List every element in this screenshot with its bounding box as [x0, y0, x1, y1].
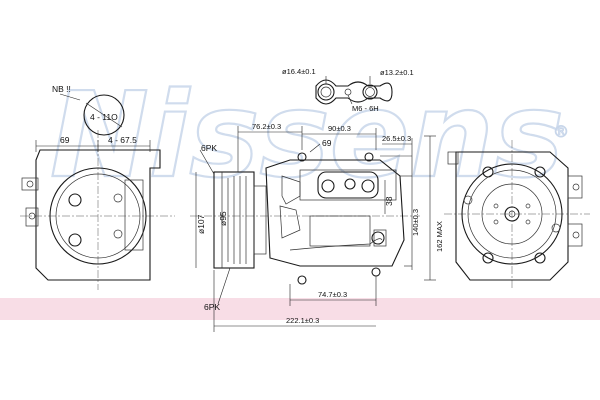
compressor-body: [265, 159, 405, 267]
electrical-connector: [371, 231, 385, 245]
rear-housing-circle: [461, 163, 563, 265]
label-dia-16-4: ø16.4±0.1: [282, 67, 316, 76]
fitting-port-small: [362, 84, 378, 100]
label-6pk: 6PK: [201, 143, 217, 153]
label-dim-90: 90±0.3: [328, 124, 351, 133]
left-bracket-lower: [25, 207, 39, 227]
mount-hole-top-left: [297, 152, 307, 162]
label-nb: NB !!: [52, 84, 71, 94]
mount-hole-bottom-right: [371, 267, 381, 277]
watermark-registered-mark: ®: [553, 122, 569, 141]
label-4x67-5: 4 - 67.5: [108, 135, 137, 145]
front-view: [190, 126, 420, 332]
label-dia-95: ø95: [218, 211, 228, 226]
label-dia-13-2: ø13.2±0.1: [380, 68, 414, 77]
label-dim-162: 162 MAX: [435, 221, 444, 252]
label-dim-222-1: 222.1±0.3: [286, 316, 319, 325]
label-dim-140: 140±0.3: [411, 209, 420, 236]
left-body-outline: [35, 149, 161, 281]
rear-view: [424, 135, 590, 288]
left-housing-circle: [49, 167, 147, 265]
watermark-brand-text: Nissens: [50, 66, 564, 204]
label-6pk-bottom: 6PK: [204, 302, 220, 312]
label-dim-69-center: 69: [322, 138, 332, 148]
left-bracket-upper: [21, 177, 39, 191]
label-dim-69-left: 69: [60, 135, 70, 145]
left-port-upper: [68, 193, 82, 207]
nb-detail-circle: [83, 94, 125, 136]
label-dim-26-5: 26.5±0.3: [382, 134, 411, 143]
rear-bracket-lower: [567, 223, 583, 247]
manifold-block: [317, 171, 379, 199]
rear-bracket-upper: [567, 175, 583, 199]
watermark-band: [0, 298, 600, 320]
mount-hole-top-right: [364, 152, 374, 162]
left-port-lower: [68, 233, 82, 247]
label-dim-76-2: 76.2±0.3: [252, 122, 281, 131]
mount-hole-bottom-left: [297, 275, 307, 285]
rear-body-outline: [455, 151, 569, 281]
rear-center-hub: [504, 206, 520, 222]
label-4x110: 4 - 11O: [90, 112, 118, 122]
label-dia-107: ø107: [196, 214, 206, 234]
label-m6-thread: M6 - 6H: [352, 104, 379, 113]
label-dim-74-7: 74.7±0.3: [318, 290, 347, 299]
watermark-logo: Nissens ®: [49, 65, 570, 205]
fitting-detail: [315, 76, 393, 105]
left-side-view: [20, 93, 175, 290]
label-dim-38: 38: [384, 196, 394, 206]
